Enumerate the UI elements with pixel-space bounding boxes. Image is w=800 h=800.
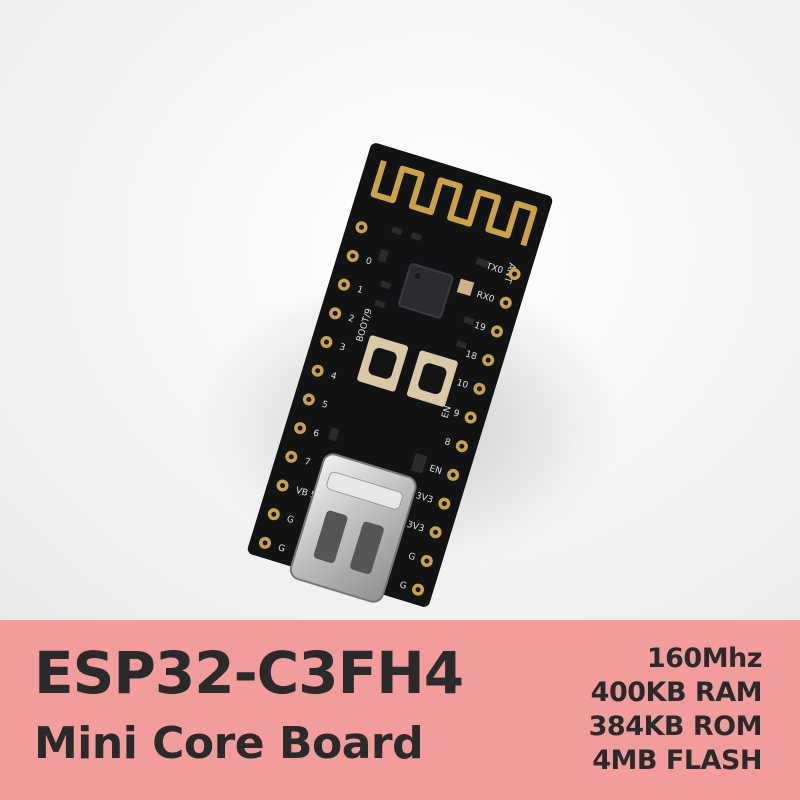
spec-item: 160Mhz xyxy=(646,643,763,674)
usb-c-port xyxy=(289,453,417,603)
svg-text:5: 5 xyxy=(321,400,329,411)
svg-text:G: G xyxy=(407,552,417,564)
svg-text:1: 1 xyxy=(356,285,364,296)
svg-text:18: 18 xyxy=(464,349,478,362)
right-pin-labels: TX0 RX0 19 18 10 9 8 EN 3V3 3V3 G G xyxy=(398,261,504,592)
boot-button xyxy=(357,335,409,392)
svg-text:10: 10 xyxy=(455,378,469,391)
right-pin-header xyxy=(412,268,521,596)
left-pin-header xyxy=(259,221,368,549)
svg-text:G: G xyxy=(277,543,287,555)
product-banner xyxy=(0,620,800,800)
svg-text:0: 0 xyxy=(364,256,373,267)
svg-text:19: 19 xyxy=(473,321,487,334)
svg-text:7: 7 xyxy=(303,457,311,468)
antenna-trace xyxy=(370,160,538,247)
spec-list: 160Mhz 400KB RAM 384KB ROM 4MB FLASH xyxy=(588,642,763,778)
product-photo: ANT xyxy=(0,0,800,620)
svg-text:3V3: 3V3 xyxy=(406,520,426,535)
svg-text:G: G xyxy=(285,514,295,526)
svg-text:3: 3 xyxy=(338,342,346,353)
svg-text:EN: EN xyxy=(428,464,443,477)
svg-text:3V3: 3V3 xyxy=(414,491,434,506)
spec-item: 4MB FLASH xyxy=(592,745,762,776)
svg-text:G: G xyxy=(398,580,408,592)
svg-text:2: 2 xyxy=(347,314,355,325)
spec-item: 384KB ROM xyxy=(588,711,763,742)
en-button xyxy=(406,350,458,407)
svg-text:8: 8 xyxy=(443,437,452,448)
svg-text:4: 4 xyxy=(329,371,338,382)
svg-text:6: 6 xyxy=(312,428,321,439)
spec-item: 400KB RAM xyxy=(590,677,763,708)
board-illustration: ANT xyxy=(200,143,620,607)
en-button-label: EN xyxy=(441,405,454,420)
smd-components xyxy=(328,226,490,474)
mcu-chip xyxy=(398,263,454,319)
product-subtitle: Mini Core Board xyxy=(34,718,424,769)
svg-text:9: 9 xyxy=(452,409,461,420)
product-title: ESP32-C3FH4 xyxy=(34,639,464,707)
